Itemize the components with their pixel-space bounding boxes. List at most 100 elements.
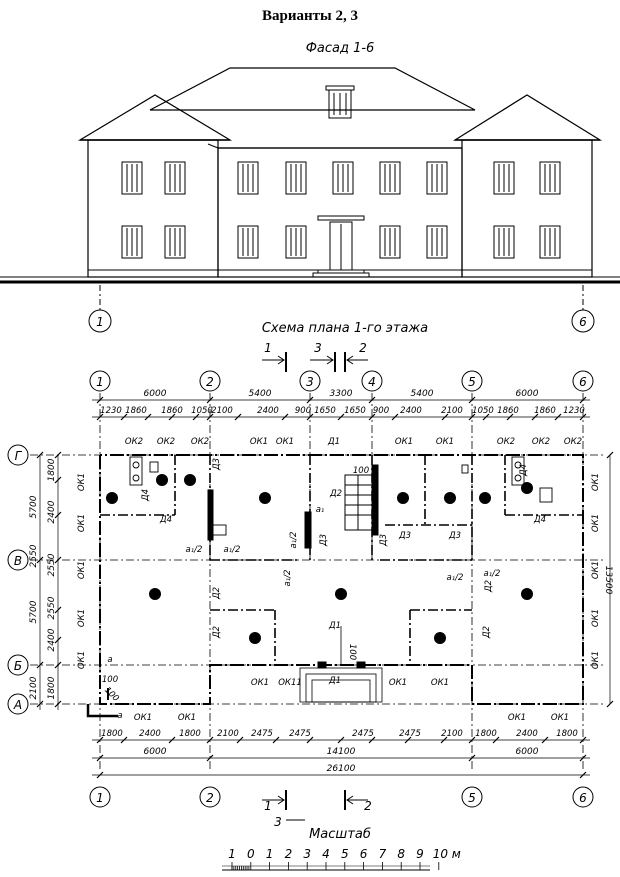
mark-label: а₁/2 bbox=[224, 545, 241, 555]
axis-marker bbox=[199, 370, 221, 392]
section-mark: 2 bbox=[364, 799, 372, 813]
scale-label: 10 м bbox=[433, 847, 461, 861]
left-wing-wall bbox=[87, 139, 219, 278]
door-label: Д3 bbox=[398, 531, 411, 541]
facade-window bbox=[237, 161, 259, 195]
facade-axis-1-marker bbox=[88, 309, 112, 333]
axis-marker bbox=[461, 370, 483, 392]
dimension-text: 6000 bbox=[516, 747, 539, 757]
mark-label: 100 bbox=[347, 644, 357, 660]
room-number: 5 bbox=[187, 477, 193, 487]
right-wing-wall bbox=[461, 139, 593, 278]
dimension-text: 5700 bbox=[29, 495, 39, 518]
section-mark: 3 bbox=[274, 815, 282, 829]
window-label: ОК1 bbox=[431, 678, 449, 688]
dimension-text: 5400 bbox=[249, 389, 272, 399]
section-mark: 2 bbox=[359, 341, 367, 355]
window-label: ОК1 bbox=[591, 561, 601, 579]
window-label: ОК1 bbox=[436, 437, 454, 447]
facade-window bbox=[426, 225, 448, 259]
facade-window bbox=[539, 161, 561, 195]
window-label: ОК1 bbox=[77, 514, 87, 532]
axis-label-top: 2 bbox=[206, 375, 214, 389]
window-label: ОК2 bbox=[532, 437, 550, 447]
facade-axis-6-marker bbox=[571, 309, 595, 333]
dormer-window bbox=[328, 89, 352, 119]
room-marker bbox=[479, 492, 491, 504]
facade-window bbox=[285, 225, 307, 259]
axis-label-top: 6 bbox=[579, 375, 587, 389]
door-label: Д3 bbox=[212, 458, 222, 471]
door-label: Д1 bbox=[327, 437, 340, 447]
window-label: ОК1 bbox=[178, 713, 196, 723]
axis-marker bbox=[7, 444, 29, 466]
door-label: Д1 bbox=[328, 676, 341, 686]
mark-label: а₁/2 bbox=[283, 570, 293, 587]
entrance-steps bbox=[312, 269, 370, 278]
axis-label-left: А bbox=[13, 698, 22, 712]
scale-label: 1 bbox=[266, 847, 274, 861]
section-arrows bbox=[262, 355, 368, 821]
room-marker bbox=[444, 492, 456, 504]
window-label: ОК1 bbox=[276, 437, 294, 447]
door-label: Д4 bbox=[159, 515, 172, 525]
mark-label: а bbox=[117, 711, 122, 721]
window-label: ОК2 bbox=[564, 437, 582, 447]
axis-marker bbox=[7, 654, 29, 676]
dimension-text: 1860 bbox=[534, 406, 556, 416]
window-label: ОК1 bbox=[77, 561, 87, 579]
dimension-text: 1860 bbox=[161, 406, 183, 416]
dimension-text: 2475 bbox=[251, 729, 273, 739]
room-marker bbox=[249, 632, 261, 644]
door-label: Д4 bbox=[141, 489, 151, 502]
dimension-text: 900 bbox=[373, 406, 389, 416]
door-label: Д2 bbox=[212, 626, 222, 639]
dimension-text: 1650 bbox=[314, 406, 336, 416]
window-label: ОК1 bbox=[77, 609, 87, 627]
axis-label-bottom: 1 bbox=[96, 791, 104, 805]
dimension-text: 1860 bbox=[497, 406, 519, 416]
room-number: 1 bbox=[338, 591, 344, 601]
window-label: ОК1 bbox=[395, 437, 413, 447]
room-marker bbox=[397, 492, 409, 504]
dimension-text: 1230 bbox=[563, 406, 585, 416]
dimension-text: 5700 bbox=[29, 600, 39, 623]
door-label: Д3 bbox=[379, 534, 389, 547]
dimension-text: 2475 bbox=[399, 729, 421, 739]
facade-window bbox=[121, 225, 143, 259]
door-label: Д2 bbox=[484, 580, 494, 593]
room-marker bbox=[156, 474, 168, 486]
room-marker bbox=[184, 474, 196, 486]
axis-marker bbox=[572, 786, 594, 808]
axis-label-left: Б bbox=[14, 659, 22, 673]
dimension-text: 1800 bbox=[47, 676, 57, 699]
room-marker bbox=[106, 492, 118, 504]
mark-label: а bbox=[107, 655, 112, 665]
axis-marker bbox=[199, 786, 221, 808]
dimension-text: 5400 bbox=[411, 389, 434, 399]
axis-marker bbox=[89, 786, 111, 808]
window-label: ОК2 bbox=[497, 437, 515, 447]
axis-label-bottom: 5 bbox=[468, 791, 476, 805]
room-marker bbox=[149, 588, 161, 600]
left-wing-roof bbox=[77, 94, 233, 141]
mark-label: а₁/2 bbox=[447, 573, 464, 583]
sanitary-fixtures bbox=[129, 456, 553, 536]
dimension-text: 2550 bbox=[47, 553, 57, 576]
dimension-text: 2550 bbox=[47, 596, 57, 619]
dimension-text: 2400 bbox=[47, 500, 57, 523]
dimension-text: 1050 bbox=[472, 406, 494, 416]
room-number: 4 bbox=[262, 495, 268, 505]
dimension-text: 2100 bbox=[29, 676, 39, 699]
room-marker bbox=[434, 632, 446, 644]
axis-marker bbox=[7, 549, 29, 571]
dimension-text: 1800 bbox=[101, 729, 123, 739]
dimension-text: 1050 bbox=[191, 406, 213, 416]
facade-window bbox=[426, 161, 448, 195]
scale-label: 3 bbox=[303, 847, 311, 861]
facade bbox=[0, 67, 620, 284]
dimension-text: 1860 bbox=[125, 406, 147, 416]
room-marker bbox=[259, 492, 271, 504]
room-number: 2 bbox=[524, 591, 530, 601]
